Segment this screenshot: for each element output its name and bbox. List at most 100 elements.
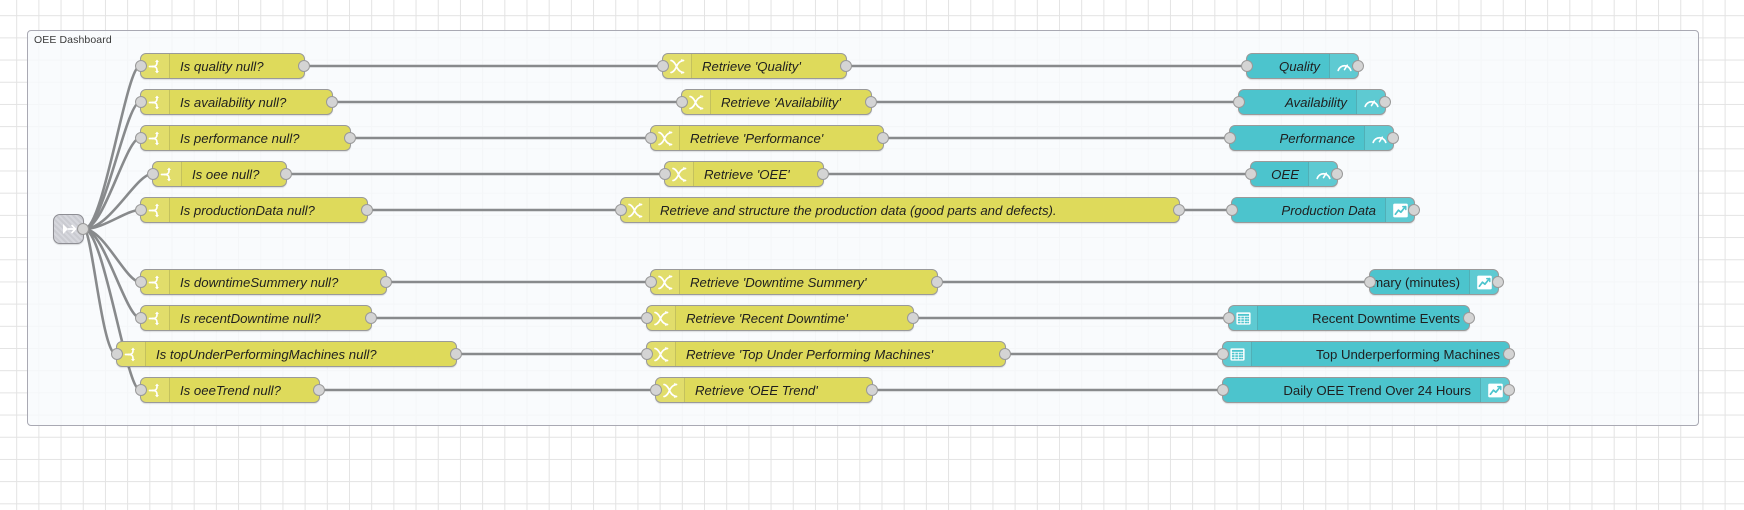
node-switch-topUnderPerformingMachines[interactable]: Is topUnderPerformingMachines null? (111, 341, 462, 367)
input-port[interactable] (645, 132, 657, 144)
output-port[interactable] (1387, 132, 1399, 144)
input-port[interactable] (645, 276, 657, 288)
input-port[interactable] (135, 204, 147, 216)
node-switch-productionData[interactable]: Is productionData null? (135, 197, 373, 223)
input-port[interactable] (641, 348, 653, 360)
input-port[interactable] (147, 168, 159, 180)
input-port[interactable] (111, 348, 123, 360)
node-switch-performance[interactable]: Is performance null? (135, 125, 356, 151)
switch-node-icon (148, 383, 159, 397)
output-port[interactable] (1492, 276, 1504, 288)
input-port[interactable] (135, 96, 147, 108)
output-port[interactable] (298, 60, 310, 72)
output-port[interactable] (344, 132, 356, 144)
node-label: Retrieve 'Availability' (721, 94, 841, 110)
input-port[interactable] (1364, 276, 1376, 288)
switch-node-icon (148, 311, 159, 325)
input-port[interactable] (135, 132, 147, 144)
output-port[interactable] (450, 348, 462, 360)
output-port[interactable] (840, 60, 852, 72)
node-switch-oeeTrend[interactable]: Is oeeTrend null? (135, 377, 325, 403)
node-dashboard-topUnderPerformingMachines[interactable]: Top Underperforming Machines (1217, 341, 1515, 367)
input-port[interactable] (641, 312, 653, 324)
node-switch-quality[interactable]: Is quality null? (135, 53, 310, 79)
node-change-oee[interactable]: Retrieve 'OEE' (659, 161, 829, 187)
output-port[interactable] (365, 312, 377, 324)
node-dashboard-downtimeSummery[interactable]: Downtime Summary (minutes) (1364, 269, 1504, 295)
change-node-icon (653, 346, 668, 362)
output-port[interactable] (877, 132, 889, 144)
node-label: Daily OEE Trend Over 24 Hours (1283, 382, 1471, 398)
gauge-icon (1336, 63, 1352, 71)
node-change-availability[interactable]: Retrieve 'Availability' (676, 89, 877, 115)
output-port[interactable] (1408, 204, 1420, 216)
input-port[interactable] (657, 60, 669, 72)
node-change-performance[interactable]: Retrieve 'Performance' (645, 125, 889, 151)
node-change-productionData[interactable]: Retrieve and structure the production da… (615, 197, 1185, 223)
node-label: Recent Downtime Events (1311, 310, 1460, 326)
node-switch-availability[interactable]: Is availability null? (135, 89, 338, 115)
node-switch-oee[interactable]: Is oee null? (147, 161, 292, 187)
input-port[interactable] (1217, 348, 1229, 360)
input-port[interactable] (676, 96, 688, 108)
input-port[interactable] (1223, 312, 1235, 324)
input-port[interactable] (1226, 204, 1238, 216)
output-port[interactable] (1173, 204, 1185, 216)
output-port[interactable] (1503, 384, 1515, 396)
node-dashboard-oeeTrend[interactable]: Daily OEE Trend Over 24 Hours (1217, 377, 1515, 403)
change-node-icon (653, 310, 668, 326)
inject-node[interactable] (53, 214, 89, 244)
input-port[interactable] (135, 60, 147, 72)
change-node-icon (657, 274, 672, 290)
output-port[interactable] (1352, 60, 1364, 72)
gauge-icon (1363, 99, 1379, 107)
output-port[interactable] (1331, 168, 1343, 180)
output-port[interactable] (313, 384, 325, 396)
input-port[interactable] (1241, 60, 1253, 72)
node-dashboard-oee[interactable]: OEE (1245, 161, 1343, 187)
node-change-topUnderPerformingMachines[interactable]: Retrieve 'Top Under Performing Machines' (641, 341, 1011, 367)
input-port[interactable] (135, 276, 147, 288)
switch-node-icon (148, 59, 159, 73)
output-port[interactable] (326, 96, 338, 108)
input-port[interactable] (135, 312, 147, 324)
node-dashboard-availability[interactable]: Availability (1233, 89, 1391, 115)
input-port[interactable] (1217, 384, 1229, 396)
output-port[interactable] (999, 348, 1011, 360)
node-dashboard-recentDowntime[interactable]: Recent Downtime Events (1223, 305, 1475, 331)
output-port[interactable] (361, 204, 373, 216)
inject-output-port[interactable] (77, 223, 89, 235)
output-port[interactable] (1379, 96, 1391, 108)
node-label: Retrieve 'Performance' (690, 130, 824, 146)
node-change-downtimeSummery[interactable]: Retrieve 'Downtime Summery' (645, 269, 943, 295)
node-change-quality[interactable]: Retrieve 'Quality' (657, 53, 852, 79)
output-port[interactable] (380, 276, 392, 288)
input-port[interactable] (659, 168, 671, 180)
input-port[interactable] (650, 384, 662, 396)
node-change-recentDowntime[interactable]: Retrieve 'Recent Downtime' (641, 305, 919, 331)
node-dashboard-quality[interactable]: Quality (1241, 53, 1364, 79)
input-port[interactable] (1233, 96, 1245, 108)
switch-node-icon (148, 131, 159, 145)
input-port[interactable] (615, 204, 627, 216)
output-port[interactable] (1463, 312, 1475, 324)
output-port[interactable] (817, 168, 829, 180)
node-dashboard-productionData[interactable]: Production Data (1226, 197, 1420, 223)
output-port[interactable] (865, 96, 877, 108)
output-port[interactable] (1503, 348, 1515, 360)
node-switch-recentDowntime[interactable]: Is recentDowntime null? (135, 305, 377, 331)
output-port[interactable] (280, 168, 292, 180)
node-switch-downtimeSummery[interactable]: Is downtimeSummery null? (135, 269, 392, 295)
node-change-oeeTrend[interactable]: Retrieve 'OEE Trend' (650, 377, 878, 403)
output-port[interactable] (931, 276, 943, 288)
output-port[interactable] (907, 312, 919, 324)
node-label: Retrieve 'OEE' (704, 166, 790, 182)
output-port[interactable] (866, 384, 878, 396)
input-port[interactable] (135, 384, 147, 396)
gauge-icon (1315, 171, 1331, 179)
input-port[interactable] (1245, 168, 1257, 180)
node-dashboard-performance[interactable]: Performance (1224, 125, 1399, 151)
input-port[interactable] (1224, 132, 1236, 144)
change-node-icon (662, 382, 677, 398)
